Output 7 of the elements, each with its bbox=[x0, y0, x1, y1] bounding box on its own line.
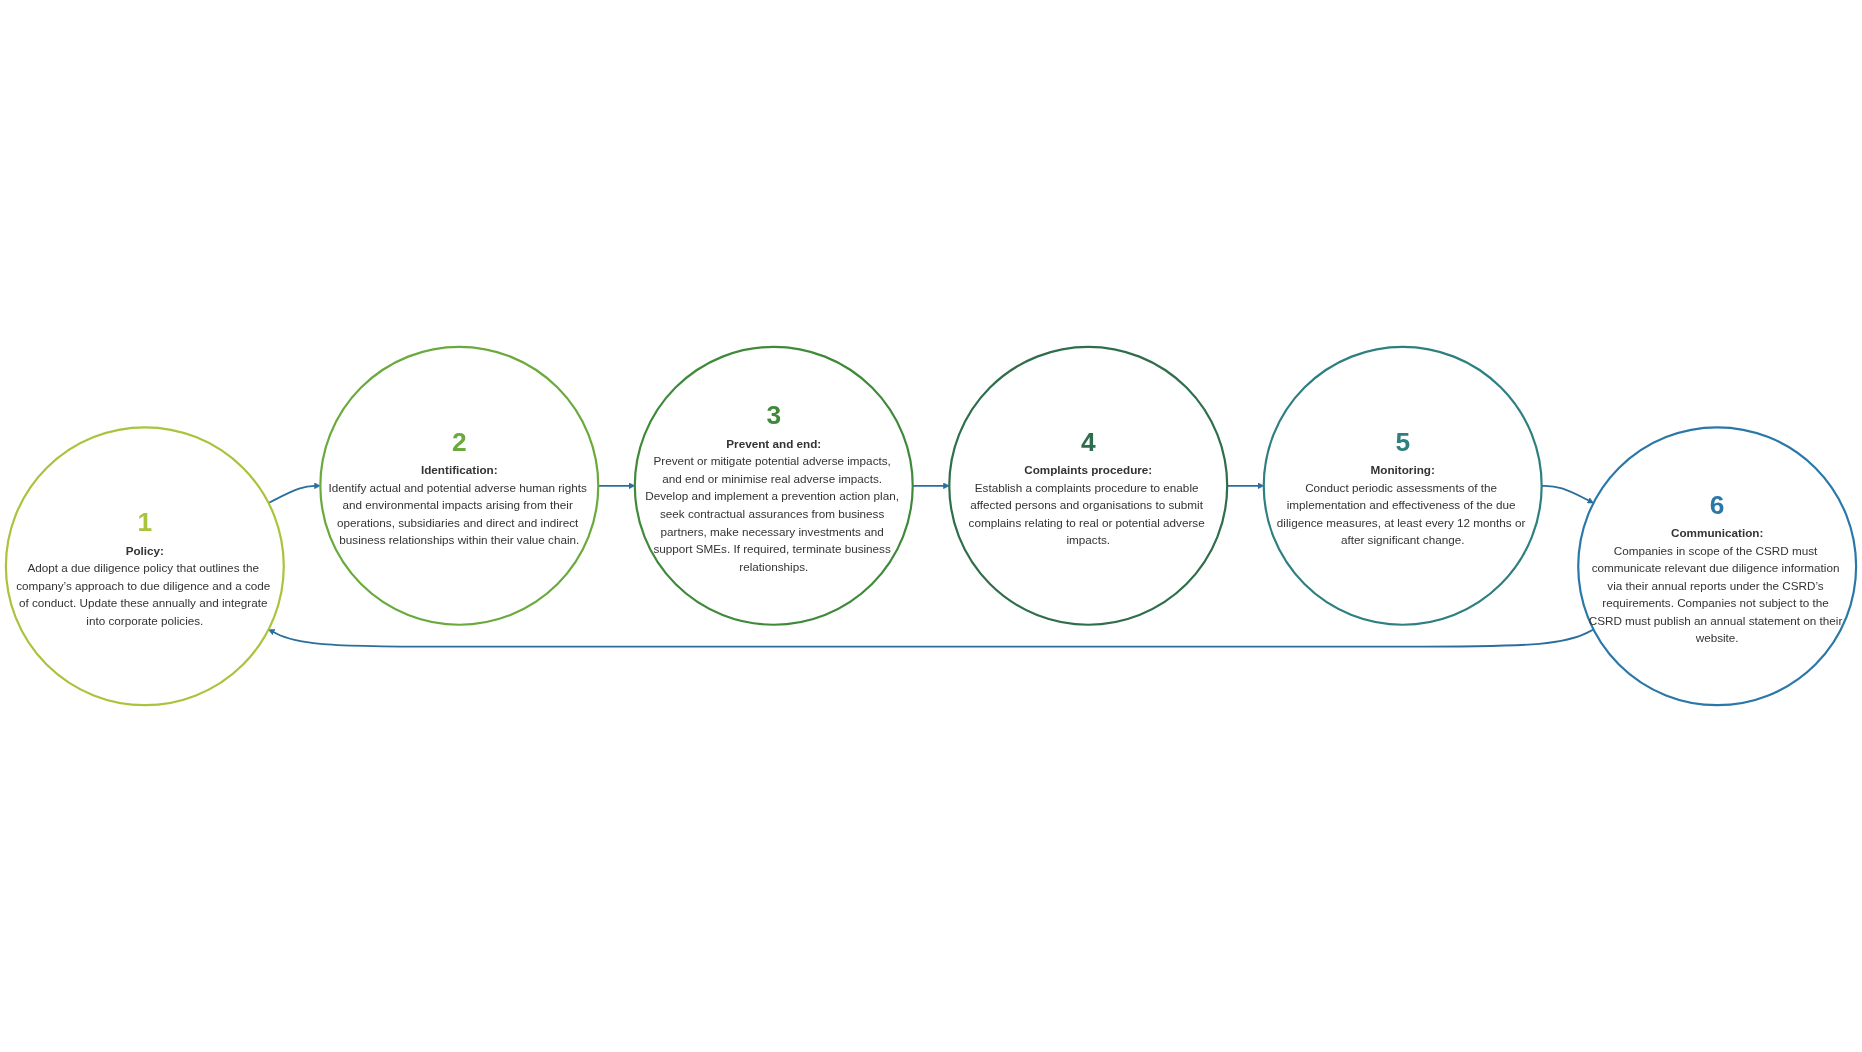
node-circle: 2 Identification: Identify actual and potential adverse human rights and environmental impacts arising from their operations, subsidiaries and direct and indirect business relationships within their value chain. bbox=[319, 345, 600, 626]
node-circle: 1 Policy: Adopt a due diligence policy that outlines the company’s approach to due diligence and a code of conduct. Update these annually and integrate into corporate policies. bbox=[4, 426, 285, 707]
node-circle: 5 Monitoring: Conduct periodic assessments of the implementation and effectiveness of the due diligence measures, at least every 12 months or after significant change. bbox=[1262, 345, 1543, 626]
arrow bbox=[268, 628, 1595, 648]
node-circle: 4 Complaints procedure: Establish a complaints procedure to enable affected persons and organisations to submit complains relating to real or potential adverse impacts. bbox=[948, 345, 1229, 626]
arrow bbox=[267, 482, 321, 504]
node-circle: 3 Prevent and end: Prevent or mitigate potential adverse impacts, and end or minimise real adverse impacts. Develop and implement a prevention action plan, seek contractual assurances from business partners, make necessary investments and support SMEs. If required, terminate business relationships. bbox=[633, 345, 914, 626]
